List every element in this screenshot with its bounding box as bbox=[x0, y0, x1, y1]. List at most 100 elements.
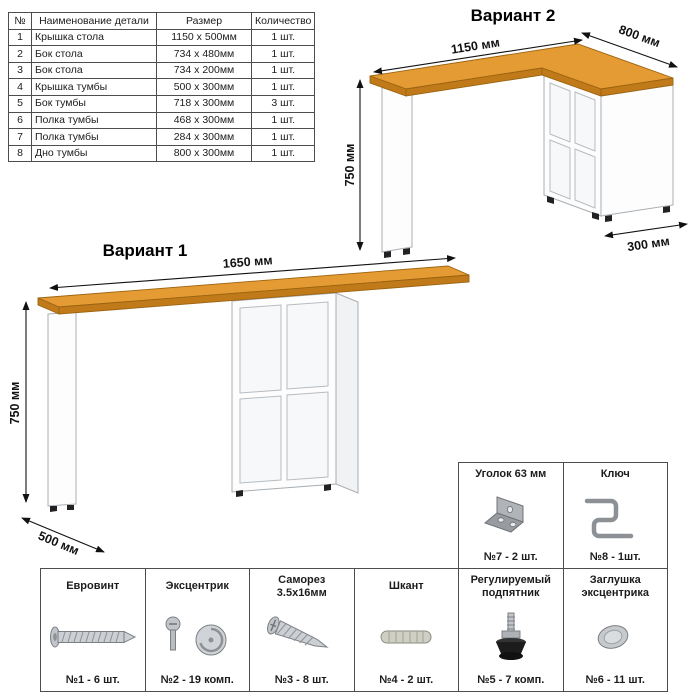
part-num: 3 bbox=[8, 61, 32, 80]
part-qty: 1 шт. bbox=[250, 61, 316, 80]
table-row: 3 Бок стола 734 x 200мм 1 шт. bbox=[8, 61, 316, 80]
hardware-item-zaglushka: Заглушка эксцентрика №6 - 11 шт. bbox=[562, 568, 668, 692]
hardware-item-title: Евровинт bbox=[66, 580, 120, 593]
shelf-compartment bbox=[549, 139, 571, 200]
part-size: 284 x 300мм bbox=[156, 128, 252, 146]
shelf-unit bbox=[543, 74, 602, 217]
part-num: 4 bbox=[8, 78, 32, 96]
part-num: 6 bbox=[8, 111, 32, 130]
variant2-title: Вариант 2 bbox=[470, 6, 556, 25]
hardware-item-qty: №1 - 6 шт. bbox=[65, 674, 120, 686]
col-header-name: Наименование детали bbox=[31, 12, 157, 30]
hex-key-icon bbox=[573, 482, 657, 551]
hardware-item-samorez: Саморез 3.5x16мм №3 - 8 шт. bbox=[249, 568, 355, 692]
parts-table: № Наименование детали Размер Количество … bbox=[8, 12, 316, 163]
dimension-label-depth: 800 мм bbox=[617, 22, 662, 50]
table-row: 8 Дно тумбы 800 x 300мм 1 шт. bbox=[8, 144, 316, 163]
part-size: 718 x 300мм bbox=[156, 94, 252, 113]
part-size: 800 x 300мм bbox=[156, 144, 252, 163]
table-row: 6 Полка тумбы 468 x 300мм 1 шт. bbox=[8, 111, 316, 130]
hardware-bottom-group: Евровинт №1 - 6 шт. Эксцентрик bbox=[40, 568, 668, 692]
left-side-panel bbox=[381, 82, 413, 253]
dowel-icon bbox=[371, 600, 441, 674]
part-size: 734 x 200мм bbox=[156, 61, 252, 80]
confirmat-screw-icon bbox=[45, 600, 141, 674]
variant2-drawing: 1150 мм 800 мм 750 мм 300 мм bbox=[343, 22, 688, 258]
part-num: 8 bbox=[8, 144, 32, 163]
cam-lock-icon bbox=[151, 600, 243, 674]
table-row: 5 Бок тумбы 718 x 300мм 3 шт. bbox=[8, 94, 316, 113]
right-side-panel bbox=[600, 84, 674, 217]
hardware-item-qty: №3 - 8 шт. bbox=[274, 674, 329, 686]
hardware-item-title: Заглушка эксцентрика bbox=[581, 573, 650, 599]
hardware-item-ugolok: Уголок 63 мм №7 - 2 шт. bbox=[458, 462, 564, 569]
hardware-item-title: Саморез 3.5x16мм bbox=[276, 573, 327, 599]
dimension-height-750: 750 мм bbox=[343, 79, 364, 251]
dimension-label-height: 750 мм bbox=[343, 144, 357, 187]
part-size: 468 x 300мм bbox=[156, 111, 252, 130]
dimension-label-height: 750 мм bbox=[8, 382, 22, 425]
hardware-item-title: Ключ bbox=[600, 468, 630, 481]
hardware-item-title: Регулируемый подпятник bbox=[470, 573, 551, 599]
part-qty: 1 шт. bbox=[250, 111, 316, 130]
corner-bracket-icon bbox=[469, 482, 553, 551]
part-size: 734 x 480мм bbox=[156, 45, 252, 63]
part-qty: 1 шт. bbox=[250, 28, 316, 47]
col-header-size: Размер bbox=[156, 12, 252, 30]
left-side-panel bbox=[47, 311, 77, 507]
table-row: 2 Бок стола 734 x 480мм 1 шт. bbox=[8, 45, 316, 63]
part-qty: 3 шт. bbox=[250, 94, 316, 113]
dimension-label-side: 300 мм bbox=[626, 234, 670, 254]
part-name: Бок тумбы bbox=[31, 94, 157, 113]
screw-icon bbox=[257, 600, 347, 674]
col-header-qty: Количество bbox=[250, 12, 316, 30]
shelf-compartment bbox=[574, 91, 596, 152]
shelf-compartment bbox=[549, 82, 571, 143]
dimension-label-width: 1650 мм bbox=[222, 253, 273, 271]
shelf-compartment bbox=[286, 391, 329, 481]
part-num: 7 bbox=[8, 128, 32, 146]
dimension-width-1650: 1650 мм bbox=[49, 253, 456, 291]
dimension-height-750: 750 мм bbox=[8, 301, 30, 503]
part-size: 1150 x 500мм bbox=[156, 28, 252, 47]
hardware-item-title: Шкант bbox=[388, 580, 424, 593]
part-name: Полка тумбы bbox=[31, 111, 157, 130]
shelf-compartment bbox=[286, 301, 329, 390]
part-name: Крышка тумбы bbox=[31, 78, 157, 96]
part-num: 1 bbox=[8, 28, 32, 47]
shelf-unit bbox=[231, 292, 359, 494]
shelf-compartment bbox=[574, 148, 596, 209]
hardware-item-title: Уголок 63 мм bbox=[475, 468, 547, 481]
hardware-item-qty: №2 - 19 комп. bbox=[160, 674, 234, 686]
hardware-item-excentrik: Эксцентрик №2 - 19 комп. bbox=[144, 568, 250, 692]
part-name: Бок стола bbox=[31, 45, 157, 63]
part-name: Бок стола bbox=[31, 61, 157, 80]
variant1-drawing: 1650 мм 750 мм 500 мм bbox=[8, 253, 470, 558]
part-qty: 1 шт. bbox=[250, 78, 316, 96]
part-size: 500 x 300мм bbox=[156, 78, 252, 96]
hardware-item-podpyatnik: Регулируемый подпятник №5 - 7 комп. bbox=[458, 568, 564, 692]
table-row: 7 Полка тумбы 284 x 300мм 1 шт. bbox=[8, 128, 316, 146]
part-name: Дно тумбы bbox=[31, 144, 157, 163]
hardware-item-qty: №5 - 7 комп. bbox=[477, 674, 545, 686]
part-name: Крышка стола bbox=[31, 28, 157, 47]
furniture-feet bbox=[50, 484, 331, 512]
adjustable-foot-icon bbox=[476, 600, 546, 674]
part-name: Полка тумбы bbox=[31, 128, 157, 146]
part-num: 2 bbox=[8, 45, 32, 63]
table-row: 1 Крышка стола 1150 x 500мм 1 шт. bbox=[8, 28, 316, 47]
parts-table-header-row: № Наименование детали Размер Количество bbox=[8, 12, 316, 30]
hardware-item-shkant: Шкант №4 - 2 шт. bbox=[353, 568, 459, 692]
hardware-item-qty: №4 - 2 шт. bbox=[379, 674, 434, 686]
part-qty: 1 шт. bbox=[250, 128, 316, 146]
part-num: 5 bbox=[8, 94, 32, 113]
hardware-corner-group: Уголок 63 мм №7 - 2 шт. Ключ №8 - 1шт. bbox=[458, 462, 668, 569]
shelf-compartment bbox=[239, 395, 282, 484]
cam-cap-icon bbox=[583, 600, 647, 674]
shelf-compartment bbox=[239, 304, 282, 394]
desk-top bbox=[369, 43, 674, 97]
hardware-item-title: Эксцентрик bbox=[165, 580, 229, 593]
dimension-side-300: 300 мм bbox=[604, 221, 688, 254]
dimension-depth-500: 500 мм bbox=[21, 517, 105, 558]
